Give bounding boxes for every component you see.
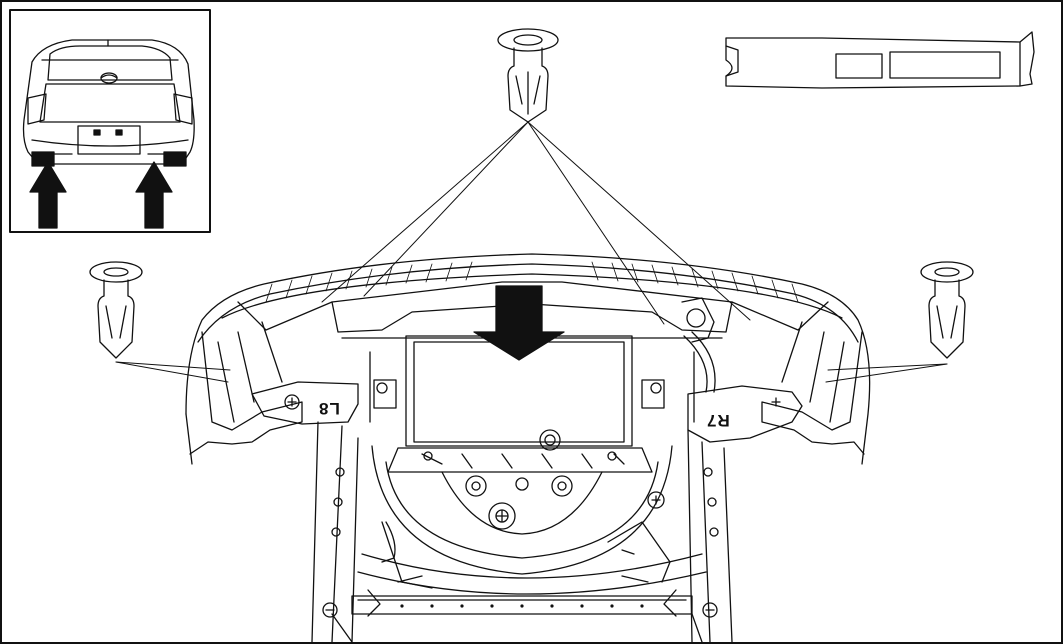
bracket-label-right: R7 bbox=[706, 411, 730, 430]
clip-icon-left bbox=[89, 261, 143, 359]
bracket-right bbox=[687, 385, 803, 443]
inset-arrow-right bbox=[135, 161, 173, 229]
rear-bumper bbox=[185, 253, 871, 465]
bracket-left bbox=[251, 381, 359, 425]
body-structure bbox=[311, 421, 733, 642]
clip-remover-tool bbox=[725, 31, 1035, 89]
leader-lines bbox=[115, 121, 948, 383]
clip-icon-top bbox=[497, 28, 559, 123]
center-panel bbox=[331, 285, 733, 473]
clip-icon-right bbox=[920, 261, 974, 359]
direction-arrow-down bbox=[473, 285, 565, 361]
inset-arrow-left bbox=[29, 161, 67, 229]
bracket-label-left: L8 bbox=[318, 399, 340, 418]
inset-vehicle-view bbox=[9, 9, 211, 233]
